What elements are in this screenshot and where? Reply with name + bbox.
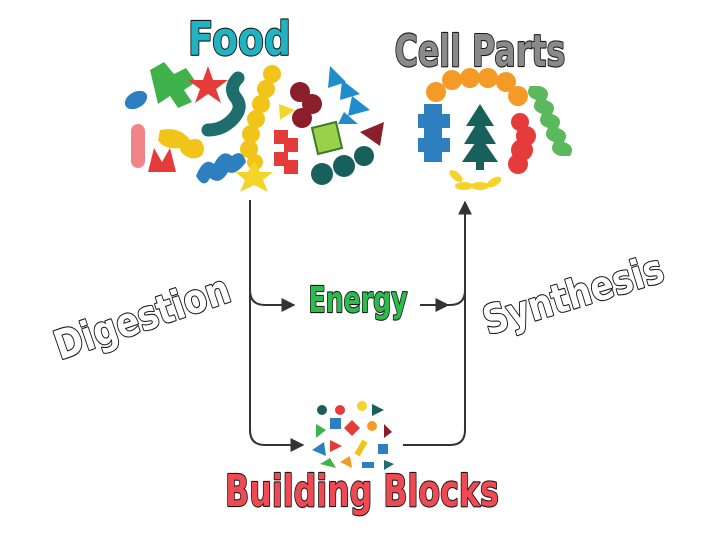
- flow-arrows: [249, 200, 472, 452]
- food-teal-beads: [311, 146, 374, 185]
- building-blocks-label: Building Blocks: [225, 466, 499, 518]
- cell-dark-tree: [462, 104, 498, 170]
- food-yellow-paddle: [158, 129, 204, 159]
- cell-blue-block: [418, 104, 450, 162]
- food-squiggle: [201, 71, 246, 137]
- food-red-cross: [274, 130, 298, 174]
- food-molecules: [124, 62, 384, 192]
- food-blue-wave: [196, 153, 246, 184]
- food-red-flame: [148, 148, 176, 172]
- digestion-arrow-energy: [249, 200, 296, 312]
- food-yellow-star: [235, 160, 273, 192]
- synthesis-label: Synthesis: [477, 245, 669, 344]
- cell-green-wave: [528, 86, 572, 156]
- food-star: [188, 66, 228, 103]
- cell-orange-chain: [426, 68, 528, 106]
- food-pink-bar: [131, 124, 145, 168]
- food-blob: [124, 90, 148, 110]
- food-label: Food: [188, 12, 291, 66]
- food-maroon-wedge: [360, 122, 384, 146]
- cell-part-molecules: [418, 68, 572, 190]
- cell-parts-label: Cell Parts: [395, 26, 566, 78]
- cell-yellow-chain: [449, 170, 502, 190]
- synthesis-arrow-energy: [420, 289, 466, 306]
- food-zigzag: [150, 62, 196, 108]
- building-block-molecules: [312, 401, 394, 470]
- food-maroon-cluster: [290, 82, 322, 128]
- food-blue-triangles: [328, 66, 370, 124]
- energy-label: Energy: [308, 280, 407, 322]
- synthesis-arrow-blocks: [403, 200, 472, 446]
- digestion-label: Digestion: [48, 266, 236, 369]
- food-triangle-yellow: [279, 104, 295, 120]
- cell-red-beads: [508, 113, 536, 174]
- digestion-arrow-blocks: [249, 290, 305, 452]
- food-ribbed-green: [310, 120, 344, 156]
